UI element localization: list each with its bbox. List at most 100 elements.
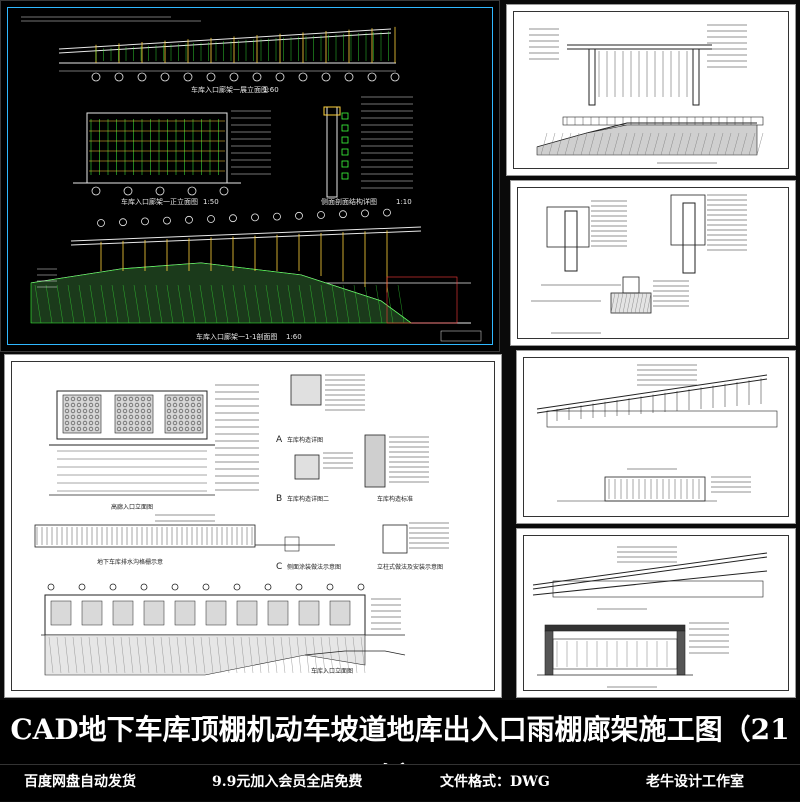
ramp-hatch	[540, 132, 548, 156]
footer-delivery: 百度网盘自动发货	[24, 774, 136, 790]
panel-dot	[128, 426, 134, 432]
detail-a-box	[290, 374, 322, 406]
section-hatch	[78, 284, 86, 324]
section-hatch	[386, 284, 394, 324]
long-elevation-hatch	[120, 636, 126, 674]
panel-dot	[196, 420, 202, 426]
ramp-hatch	[628, 132, 636, 156]
sheet-border	[7, 7, 493, 345]
section-hatch	[177, 284, 185, 324]
canopy-column	[692, 48, 700, 106]
footing-hatch	[626, 292, 632, 314]
panel-dot	[116, 396, 122, 402]
long-elevation-hatch	[272, 636, 278, 674]
panel-dot	[172, 408, 178, 414]
axis-bubble	[47, 583, 55, 591]
cad-sheet-ramp-section	[516, 350, 796, 524]
panel-dot	[140, 408, 146, 414]
section-hatch	[122, 284, 130, 324]
panel-dot	[122, 396, 128, 402]
axis-bubble	[295, 211, 303, 220]
panel-dot	[116, 420, 122, 426]
long-elevation-hatch	[176, 636, 182, 674]
panel-dot	[166, 402, 172, 408]
long-elevation-hatch	[280, 636, 286, 674]
axis-bubble	[357, 583, 365, 591]
col-detail-post	[564, 210, 578, 272]
detail-scale: 1:10	[396, 198, 412, 206]
axis-bubble	[367, 72, 377, 82]
panel-dot	[76, 420, 82, 426]
panel-dot	[70, 402, 76, 408]
panel-dot	[76, 396, 82, 402]
section-hatch	[243, 284, 251, 324]
long-elevation-hatch	[344, 636, 350, 674]
panel-dot	[128, 408, 134, 414]
ramp-deck	[546, 410, 778, 428]
section-hatch	[309, 284, 317, 324]
long-elevation-panel	[81, 600, 103, 626]
detail-bracket	[341, 124, 349, 132]
footer-studio: 老牛设计工作室	[646, 774, 744, 790]
section-hatch	[265, 284, 273, 324]
panel-dot	[172, 402, 178, 408]
panel-dot	[184, 402, 190, 408]
long-elevation-hatch	[256, 636, 262, 674]
axis-bubble	[219, 186, 229, 196]
panel-dot	[70, 426, 76, 432]
long-elevation-panel	[143, 600, 165, 626]
panel-dot	[88, 408, 94, 414]
ramp-hatch	[740, 132, 748, 156]
panel-dot	[178, 402, 184, 408]
panel-dot	[88, 426, 94, 432]
section-title: 车库入口廊架一1-1剖面图	[196, 333, 278, 341]
panel-dot	[70, 408, 76, 414]
axis-bubble	[339, 210, 347, 219]
long-elevation-panel	[50, 600, 72, 626]
long-elevation-hatch	[320, 636, 326, 674]
long-elevation-hatch	[264, 636, 270, 674]
axis-bubble	[187, 186, 197, 196]
panel-dot	[134, 420, 140, 426]
ramp-hatch	[636, 132, 644, 156]
panel-dot	[76, 402, 82, 408]
panel-dot	[76, 426, 82, 432]
section-hatch	[375, 284, 383, 324]
detail-title: 侧面剖面结构详图	[321, 198, 377, 206]
panel-dot	[178, 414, 184, 420]
tunnel-wall	[544, 630, 554, 676]
long-elevation-hatch	[232, 636, 238, 674]
cad-sheet-entrance-canopy: 车库入口廊架一展立面图 1:60 车库入口廊架一正立面图 1:50 侧面剖面结构…	[0, 0, 500, 352]
long-elevation-hatch	[152, 636, 158, 674]
panel-dot	[134, 426, 140, 432]
ramp-hatch	[708, 132, 716, 156]
sheet-border	[513, 11, 789, 169]
axis-bubble	[119, 218, 127, 227]
panel-dot	[190, 414, 196, 420]
axis-bubble	[298, 72, 308, 82]
footing-hatch	[630, 292, 636, 314]
detail-b-box	[294, 454, 320, 480]
elevation-panel	[62, 394, 102, 434]
sheet1-drawing	[21, 16, 482, 342]
ramp-hatch	[580, 132, 588, 156]
panel-dot	[140, 420, 146, 426]
ramp-hatch	[548, 132, 556, 156]
sheet-stamp	[440, 330, 482, 342]
panel-dot	[190, 420, 196, 426]
ramp-hatch	[732, 132, 740, 156]
axis-bubble	[78, 583, 86, 591]
panel-dot	[128, 396, 134, 402]
panel-dot	[94, 414, 100, 420]
section-hatch	[155, 284, 163, 324]
tunnel-roof	[544, 624, 686, 632]
long-elevation-curb	[304, 650, 406, 656]
long-elevation-panel	[298, 600, 320, 626]
panel-dot	[94, 426, 100, 432]
panel-dot	[70, 396, 76, 402]
elevation-scale: 1:60	[263, 86, 279, 94]
long-elevation-hatch	[56, 636, 62, 674]
panel-dot	[140, 426, 146, 432]
canopy-roof-line	[58, 28, 392, 50]
panel-dot	[82, 408, 88, 414]
